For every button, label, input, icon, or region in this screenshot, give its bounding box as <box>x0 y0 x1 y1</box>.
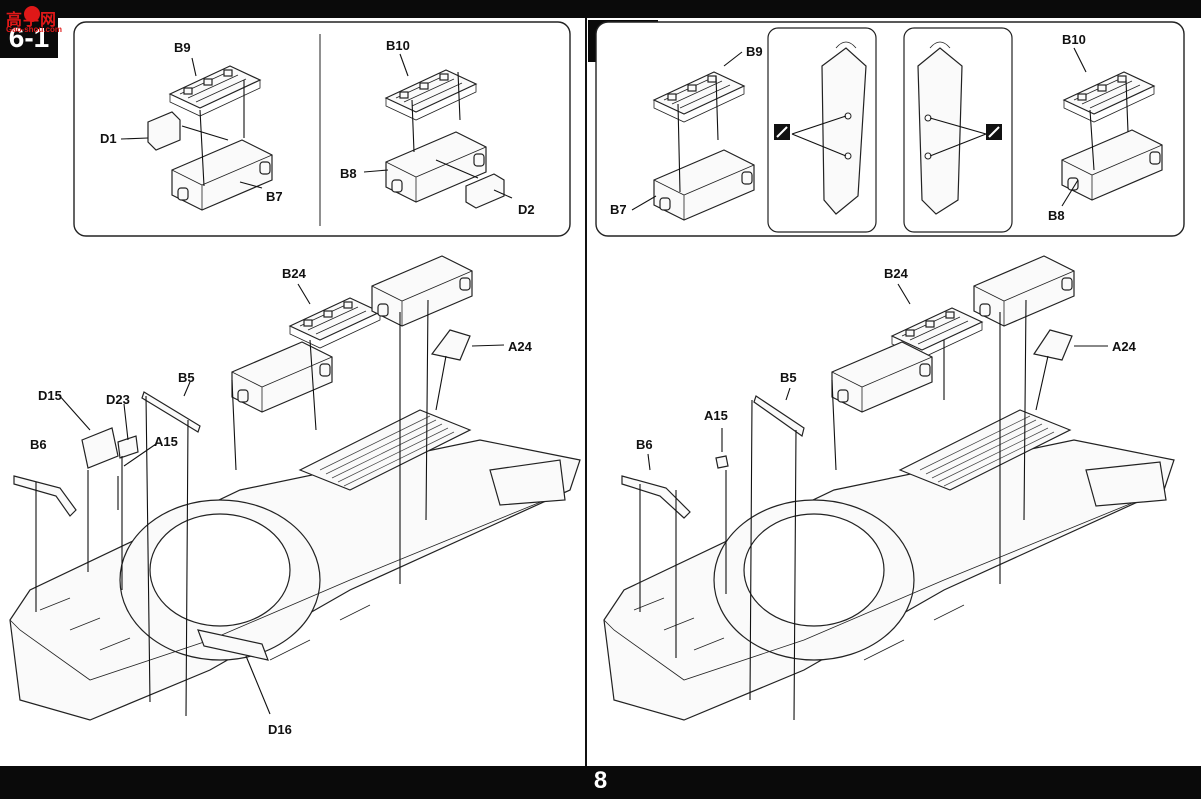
label-a15-6-2: A15 <box>704 408 728 423</box>
label-d16: D16 <box>268 722 292 737</box>
label-d1: D1 <box>100 131 117 146</box>
step-6-1-hull: B24 A24 D15 D23 B5 A15 B6 D16 <box>9 255 581 737</box>
label-d2: D2 <box>518 202 535 217</box>
label-b9-6-2-inset: B9 <box>746 44 763 59</box>
step-6-1-inset-left: B9 D1 B7 <box>100 40 283 211</box>
label-b9-6-1-inset: B9 <box>174 40 191 55</box>
label-b10-6-1-inset: B10 <box>386 38 410 53</box>
label-b5-6-1: B5 <box>178 370 195 385</box>
label-b8-6-2-inset: B8 <box>1048 208 1065 223</box>
logo-url: Gao-shou.com <box>6 25 63 34</box>
step-6-2-inset-right: B10 B8 <box>1048 32 1163 223</box>
site-logo: 高手网 Gao-shou.com <box>6 6 68 38</box>
label-d23: D23 <box>106 392 130 407</box>
step-6-2-track-guards <box>774 41 1002 215</box>
label-b7-6-2-inset: B7 <box>610 202 627 217</box>
page-number: 8 <box>593 767 608 794</box>
label-b5-6-2: B5 <box>780 370 797 385</box>
label-d15: D15 <box>38 388 62 403</box>
top-bar <box>0 0 1201 18</box>
label-b6-6-1: B6 <box>30 437 47 452</box>
logo-text: 高手网 <box>6 12 58 29</box>
page-divider <box>585 18 587 766</box>
label-b10-6-2-inset: B10 <box>1062 32 1086 47</box>
label-b24-6-1: B24 <box>282 266 307 281</box>
label-b8-6-1-inset: B8 <box>340 166 357 181</box>
step-badge-6-1: 6-1 <box>0 18 58 58</box>
label-a24-6-1: A24 <box>508 339 533 354</box>
step-6-2-inset-left: B9 B7 <box>610 44 763 221</box>
bottom-bar <box>0 766 1201 799</box>
mascot-icon <box>24 6 40 22</box>
label-a24-6-2: A24 <box>1112 339 1137 354</box>
label-b24-6-2: B24 <box>884 266 909 281</box>
step-6-1-inset-right: B10 B8 D2 <box>340 38 535 217</box>
label-b6-6-2: B6 <box>636 437 653 452</box>
label-a15-6-1: A15 <box>154 434 178 449</box>
label-b7-6-1-inset: B7 <box>266 189 283 204</box>
step-6-2-hull: B24 A24 B5 A15 B6 <box>603 255 1175 721</box>
